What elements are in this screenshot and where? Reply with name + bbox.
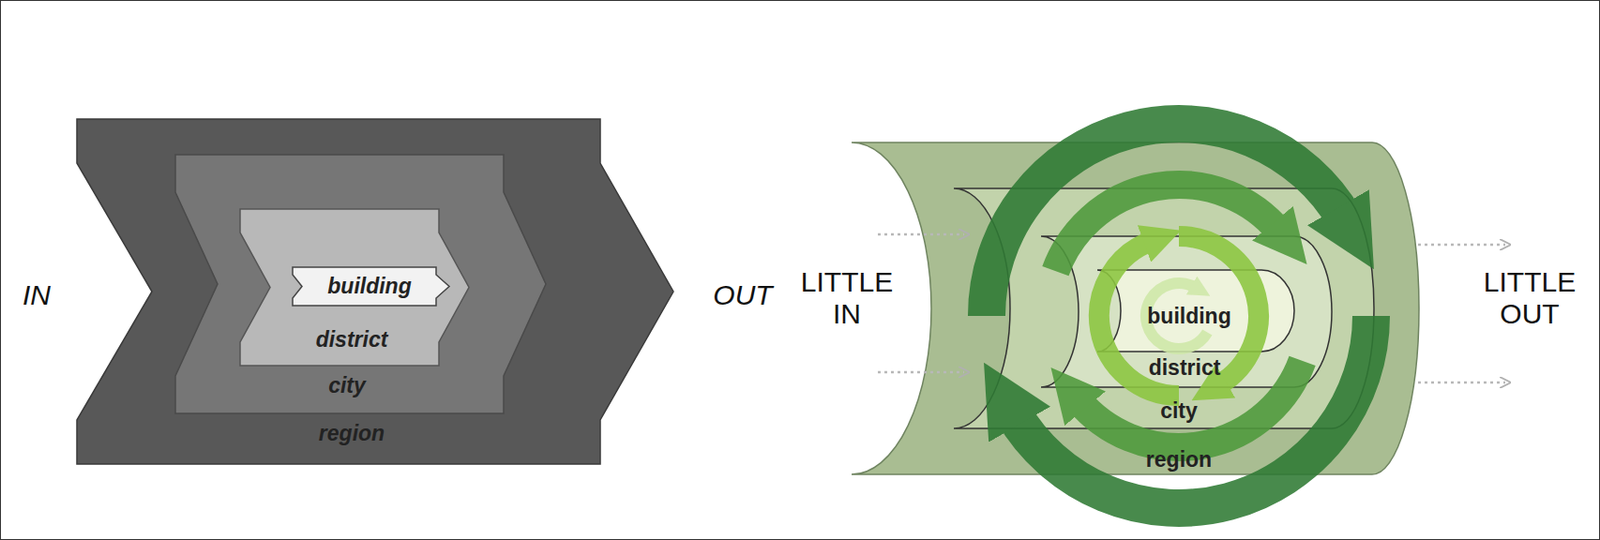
input-label: LITTLE IN — [785, 266, 908, 331]
input-label: IN — [13, 279, 61, 312]
layer-label: city — [1160, 397, 1198, 424]
inner-cycle-arrow — [1178, 236, 1259, 386]
inflow-arrow — [877, 371, 965, 375]
inflow-arrow — [877, 233, 965, 237]
layer-label: city — [328, 372, 366, 399]
building-layer: building — [292, 267, 450, 306]
district-layer: district building — [240, 209, 469, 366]
layer-label: district — [316, 326, 389, 353]
output-label: OUT — [705, 279, 781, 312]
outflow-arrow — [1418, 243, 1506, 247]
output-label: LITTLE OUT — [1464, 266, 1595, 331]
inner-cycle-arrow — [1099, 241, 1179, 396]
outflow-arrow — [1418, 381, 1506, 385]
layer-label: region — [1146, 446, 1212, 473]
city-layer: city district building — [175, 154, 546, 414]
layer-label: building — [327, 272, 411, 300]
layer-label: building — [1147, 302, 1231, 330]
layer-label: region — [318, 420, 385, 447]
core-cycle-arrow — [1146, 283, 1208, 349]
region-layer: region city district building — [76, 119, 674, 465]
layer-label: district — [1148, 354, 1222, 381]
